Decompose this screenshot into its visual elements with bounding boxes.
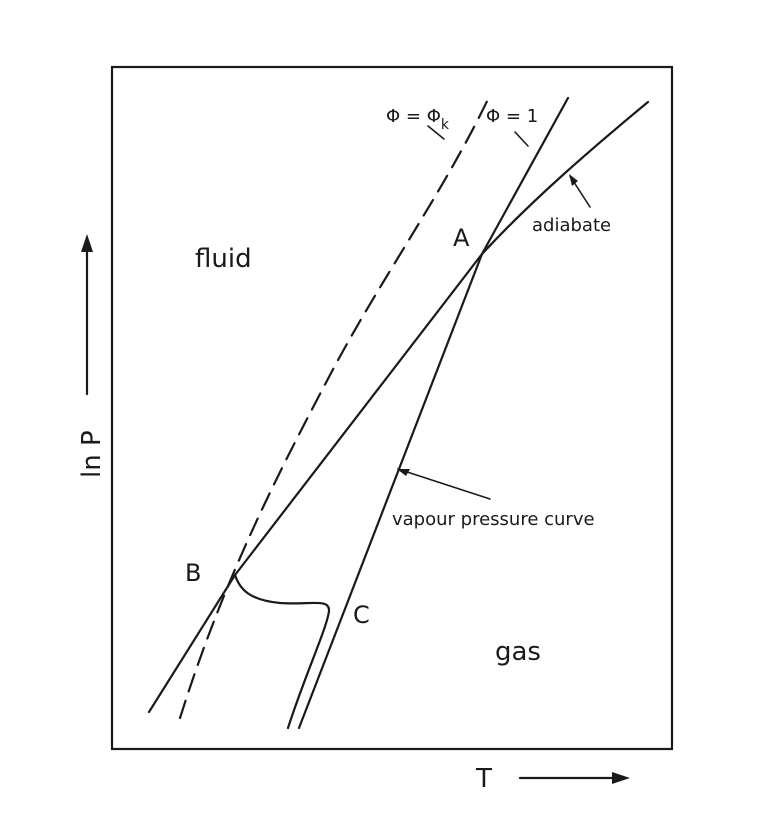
phi-1-label: Φ = 1 <box>486 106 538 127</box>
vapour-leader <box>397 468 491 500</box>
critical-curve-dashed <box>178 93 492 720</box>
phi-k-leader <box>427 125 445 140</box>
region-fluid-label: fluid <box>195 244 252 274</box>
x-axis-label: T <box>475 764 492 794</box>
x-axis-arrowhead <box>612 772 630 784</box>
b-to-c-curve <box>233 573 331 730</box>
phi-k-label: Φ = Φk <box>386 106 450 133</box>
diagram-frame <box>110 65 674 751</box>
y-axis-label: ln P <box>77 430 107 478</box>
adiabate-label: adiabate <box>532 215 611 236</box>
vapour-pressure-line <box>297 96 570 730</box>
vapour-pressure-label: vapour pressure curve <box>392 509 595 530</box>
adiabate-arrowhead <box>569 174 578 186</box>
adiabate-line <box>147 100 650 714</box>
phi-1-leader <box>514 131 529 147</box>
y-axis-arrowhead <box>81 234 93 252</box>
vapour-arrowhead <box>397 469 410 476</box>
point-b-label: B <box>185 559 201 587</box>
region-gas-label: gas <box>495 637 541 667</box>
point-a-label: A <box>453 224 470 252</box>
point-c-label: C <box>353 601 370 629</box>
